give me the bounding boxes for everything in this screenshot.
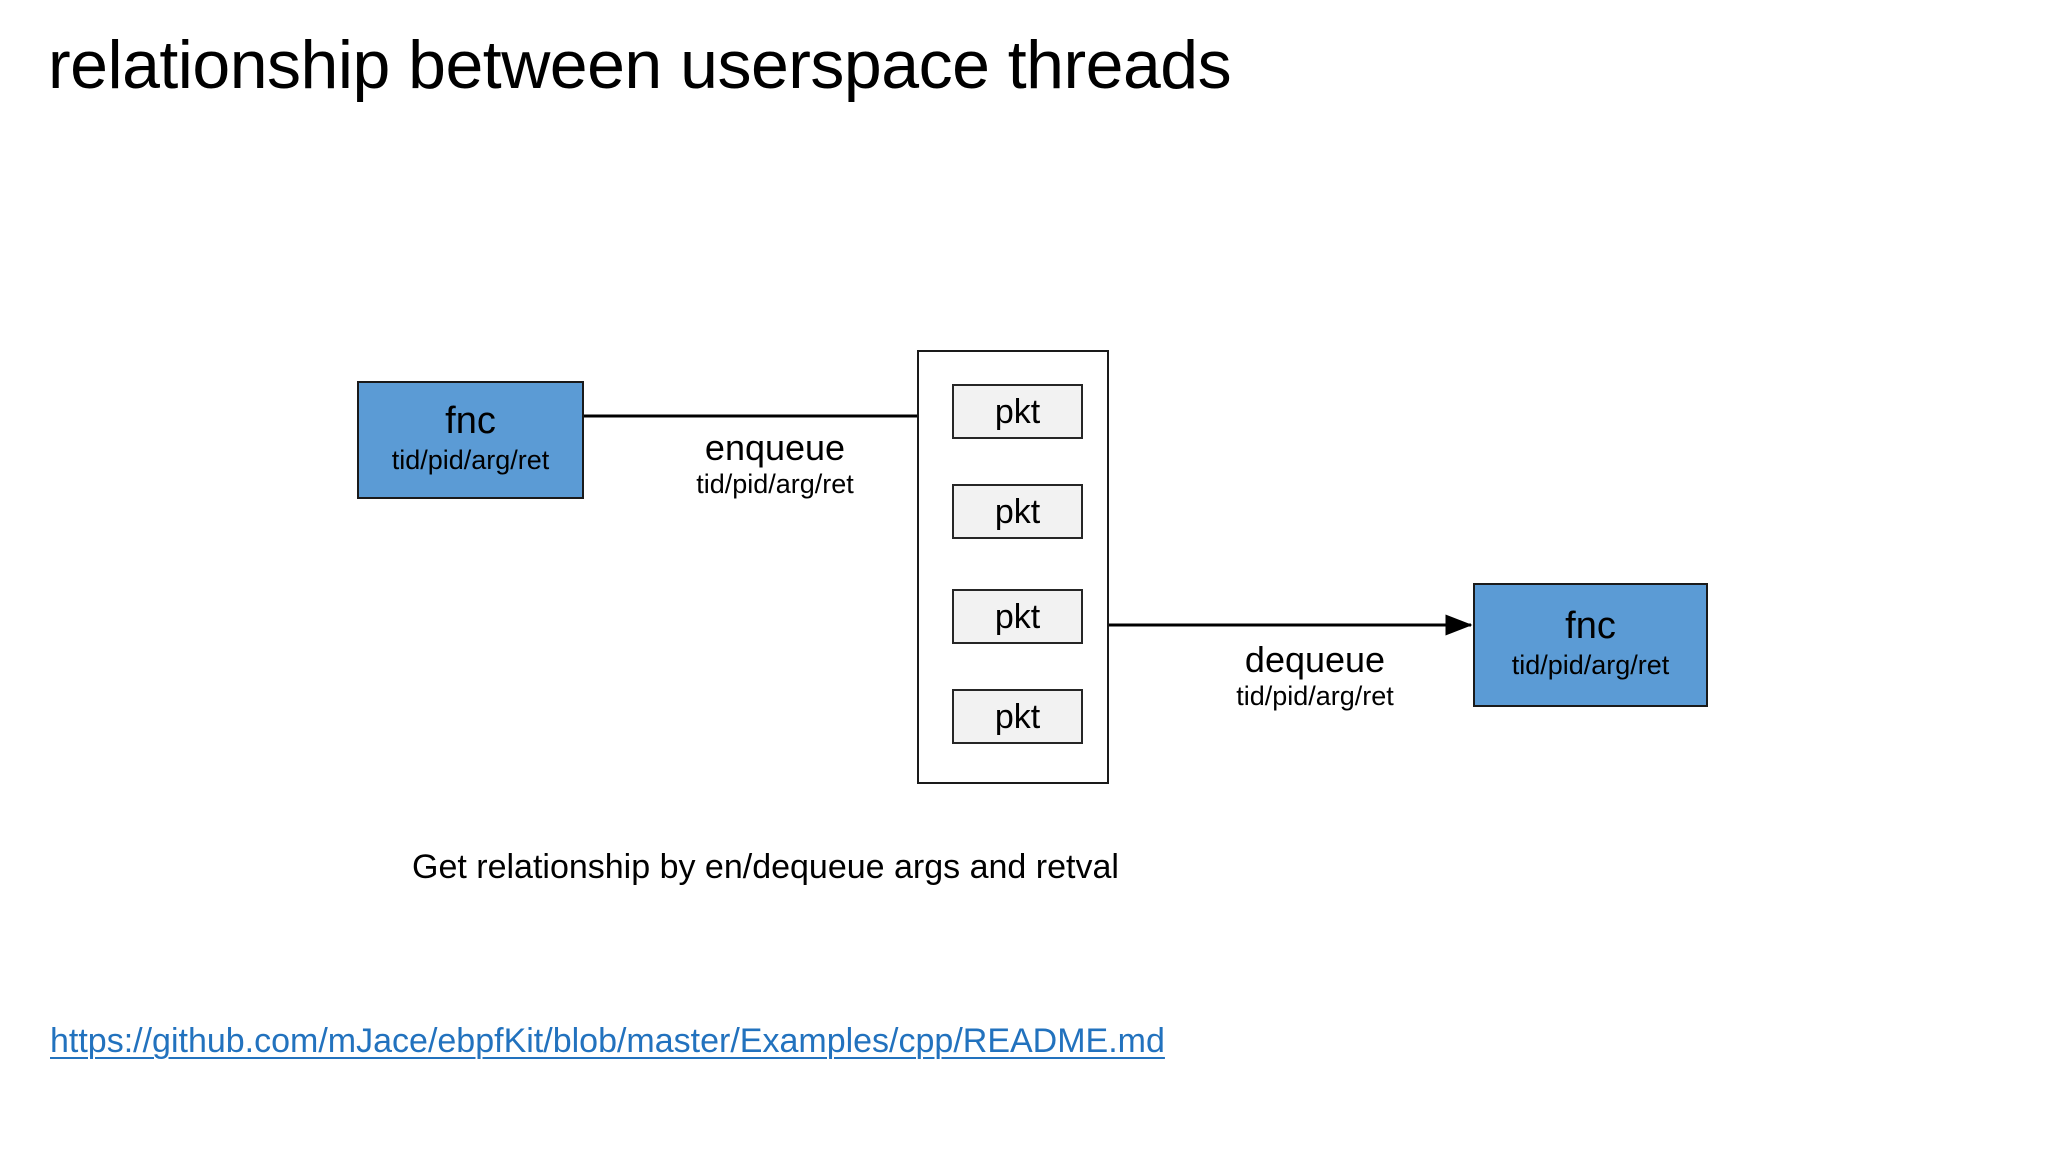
dequeue-label-subtitle: tid/pid/arg/ret: [1236, 681, 1394, 712]
consumer-fnc-box[interactable]: fnc tid/pid/arg/ret: [1473, 583, 1708, 707]
packet-box[interactable]: pkt: [952, 589, 1083, 644]
packet-label: pkt: [994, 492, 1041, 531]
enqueue-label-title: enqueue: [704, 427, 846, 468]
packet-label: pkt: [994, 697, 1041, 736]
diagram-caption: Get relationship by en/dequeue args and …: [412, 848, 1119, 886]
consumer-fnc-title: fnc: [1565, 605, 1616, 648]
packet-label: pkt: [994, 597, 1041, 636]
producer-fnc-title: fnc: [445, 400, 496, 443]
packet-box[interactable]: pkt: [952, 384, 1083, 439]
readme-link[interactable]: https://github.com/mJace/ebpfKit/blob/ma…: [50, 1022, 1165, 1060]
dequeue-label: dequeue tid/pid/arg/ret: [1185, 639, 1445, 713]
packet-label: pkt: [994, 392, 1041, 431]
queue-container: pkt pkt pkt pkt: [917, 350, 1109, 784]
page-title: relationship between userspace threads: [48, 27, 1232, 103]
dequeue-label-title: dequeue: [1244, 639, 1386, 680]
packet-box[interactable]: pkt: [952, 484, 1083, 539]
enqueue-label-subtitle: tid/pid/arg/ret: [696, 469, 854, 500]
packet-box[interactable]: pkt: [952, 689, 1083, 744]
producer-fnc-box[interactable]: fnc tid/pid/arg/ret: [357, 381, 584, 499]
enqueue-label: enqueue tid/pid/arg/ret: [650, 427, 900, 501]
consumer-fnc-subtitle: tid/pid/arg/ret: [1511, 650, 1670, 681]
producer-fnc-subtitle: tid/pid/arg/ret: [391, 445, 550, 476]
